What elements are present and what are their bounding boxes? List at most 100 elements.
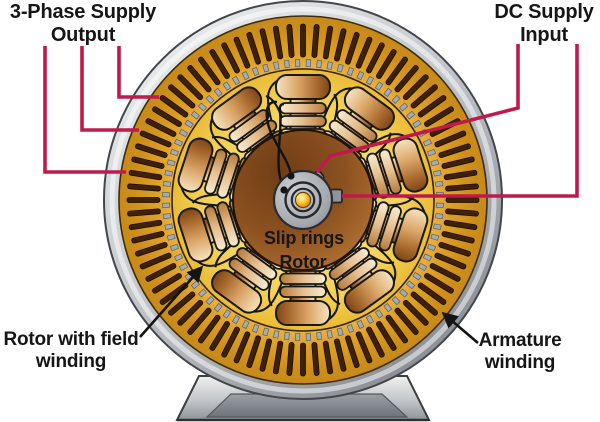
label-armature-line1: Armature	[478, 330, 562, 351]
stator-slot	[322, 340, 334, 375]
slot-conductor	[162, 202, 171, 209]
stator-slot	[385, 314, 408, 344]
label-armature-line2: winding	[484, 352, 556, 373]
field-coil-loop	[228, 257, 270, 291]
slot-conductor	[316, 59, 323, 69]
slot-conductor	[383, 87, 393, 98]
stator-slots	[126, 23, 480, 377]
pole-shoe	[343, 269, 395, 314]
label-three-phase-supply: 3-Phase Supply Output	[2, 1, 164, 47]
pole-shoe	[211, 269, 263, 314]
label-rotor-field-winding: Rotor with field winding	[0, 329, 142, 373]
slot-conductor	[316, 331, 323, 341]
stator-slot	[394, 65, 419, 93]
slot-conductor	[374, 309, 384, 319]
slot-conductor	[283, 331, 290, 341]
label-dc-supply-line2: Input	[520, 24, 568, 46]
slot-conductor	[435, 202, 444, 209]
slot-conductor	[283, 59, 290, 69]
stator-slot	[127, 183, 161, 192]
slot-conductor	[169, 243, 179, 252]
field-coil-loop	[236, 247, 278, 281]
stator-slot	[443, 219, 478, 231]
stator-slot	[322, 25, 334, 60]
stator-slot	[221, 326, 240, 358]
armature-arrow	[441, 311, 479, 344]
stator-slot	[441, 156, 475, 169]
slot-conductor	[305, 59, 312, 68]
slot-conductor	[178, 128, 189, 138]
stator-slot	[152, 106, 182, 127]
slot-conductor	[222, 309, 232, 319]
stator-slot	[355, 331, 373, 364]
slot-conductor	[251, 66, 260, 76]
slot-conductor	[162, 213, 172, 220]
slot-conductor	[184, 119, 194, 129]
stator-slot	[131, 231, 165, 244]
label-slip-rings: Slip rings	[263, 228, 344, 248]
field-coil-loop	[279, 272, 327, 285]
slot-conductor	[412, 119, 422, 129]
slot-conductor	[164, 223, 173, 230]
slot-conductor	[399, 288, 409, 298]
stator-slot	[334, 28, 347, 62]
field-coil-loop	[279, 115, 327, 128]
pole-shoe	[275, 74, 331, 100]
slot-conductor	[427, 148, 437, 157]
rotor-field-arrow	[139, 265, 204, 338]
stator-slot	[177, 299, 204, 326]
slot-conductor	[365, 314, 375, 325]
slot-conductor	[213, 87, 223, 98]
label-three-phase-line1: 3-Phase Supply	[9, 1, 157, 23]
slot-conductor	[166, 233, 176, 241]
stator-slot	[366, 42, 385, 74]
stator-slot	[424, 273, 454, 294]
field-pole	[211, 233, 285, 314]
stator-slot	[410, 84, 438, 109]
stator-slot	[145, 118, 177, 137]
slot-conductor	[273, 61, 280, 70]
stator-slot	[198, 56, 221, 86]
stator-slot	[135, 143, 168, 159]
stator-slot	[246, 32, 262, 65]
slot-conductor	[422, 138, 432, 147]
slot-conductor	[346, 324, 355, 334]
field-coil-loop	[378, 148, 402, 195]
stator-slot	[139, 130, 172, 148]
stator-slot	[198, 314, 221, 344]
slot-conductor	[374, 81, 384, 91]
slot-conductor	[178, 262, 189, 272]
stator-slot	[443, 169, 478, 181]
slot-conductor	[262, 327, 270, 337]
slot-conductor	[162, 191, 171, 198]
slip-ring-field-wires	[265, 100, 293, 190]
stator-slot	[445, 183, 479, 192]
wire-terminal	[287, 172, 295, 180]
stator-slot	[417, 95, 447, 118]
dc-supply-leader-lines	[315, 44, 579, 198]
stator-slot	[394, 307, 419, 335]
stator-slot	[344, 32, 360, 65]
stator-slot	[445, 208, 479, 217]
slot-conductor	[434, 213, 444, 220]
stator-slot	[417, 282, 447, 305]
slot-conductor	[294, 332, 301, 341]
stator-slot	[221, 42, 240, 74]
stator-slot	[233, 36, 251, 69]
slot-conductor	[213, 302, 223, 313]
slot-conductor	[205, 94, 215, 104]
stator-slot	[152, 273, 182, 294]
field-coil-loop	[328, 247, 370, 281]
stator-slot	[434, 252, 467, 270]
slot-conductor	[356, 319, 365, 329]
slot-conductor	[251, 324, 260, 334]
field-coil-loop	[328, 119, 370, 153]
slot-conductor	[433, 170, 442, 177]
pole-shoe	[343, 86, 395, 131]
three-phase-leader-lines	[43, 46, 159, 174]
slot-conductor	[433, 223, 442, 230]
slot-conductor	[231, 75, 241, 86]
field-coil-loop	[336, 257, 378, 291]
